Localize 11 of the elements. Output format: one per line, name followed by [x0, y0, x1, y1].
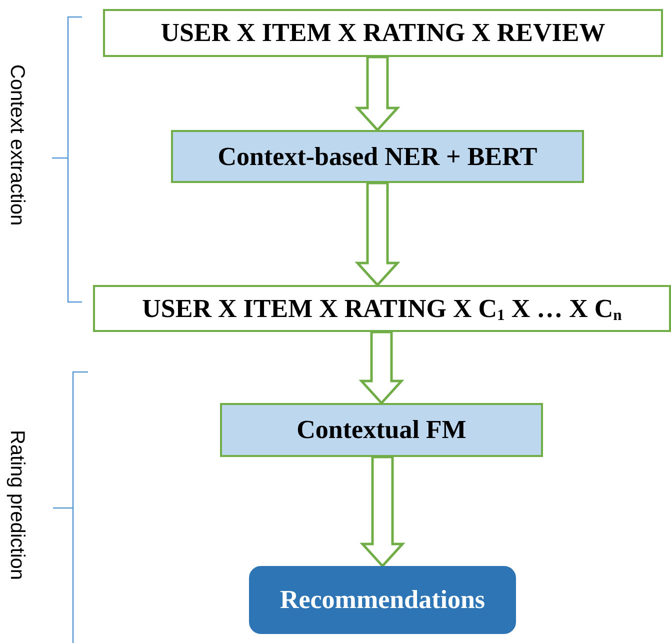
block-arrow	[354, 56, 400, 132]
section-label: Context extraction	[7, 64, 27, 226]
data-box: USER X ITEM X RATING X C$_{1}$ X … X C$_{n}$	[93, 285, 671, 332]
process-box: Contextual FM	[220, 403, 543, 457]
process-box: Context-based NER + BERT	[171, 130, 584, 183]
block-arrow	[360, 456, 406, 568]
block-arrow	[358, 330, 404, 405]
block-arrow	[354, 182, 400, 287]
output-box: Recommendations	[249, 566, 516, 634]
section-label: Rating prediction	[7, 430, 27, 580]
data-box: USER X ITEM X RATING X REVIEW	[103, 9, 663, 57]
